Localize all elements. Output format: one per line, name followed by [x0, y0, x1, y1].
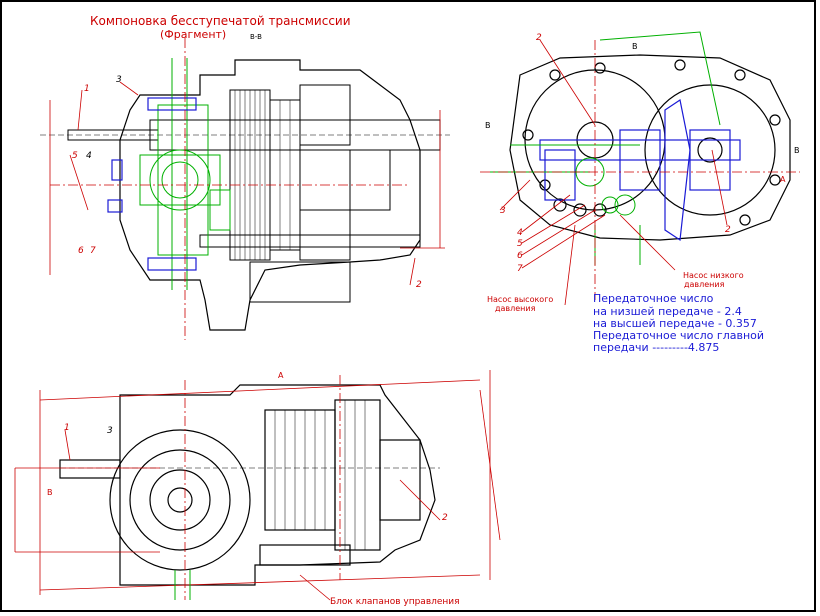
callout-2-top: 2 [416, 280, 422, 290]
callout-5-right: 5 [517, 239, 523, 249]
top-left-axes [49, 38, 445, 340]
gear-ratio-final-1: Передаточное число главной [593, 329, 764, 342]
gear-ratio-lowest: на низшей передаче - 2.4 [593, 305, 742, 318]
callout-4-top: 4 [86, 151, 92, 161]
callout-3-bottom: 3 [107, 426, 113, 436]
view-mark-a-bottom: A [278, 371, 284, 380]
drawing-subtitle: (Фрагмент) [160, 28, 226, 41]
callout-6-right: 6 [517, 251, 523, 261]
callout-5-top: 5 [72, 151, 78, 161]
callout-6-top: 6 [78, 246, 84, 256]
gear-ratio-highest: на высшей передаче - 0.357 [593, 317, 757, 330]
top-right-leaders [480, 39, 800, 306]
valve-block-label: Блок клапанов управления [330, 597, 460, 607]
bottom-green [174, 570, 191, 600]
section-mark-b-right: B [794, 146, 800, 155]
callout-3-top: 3 [116, 75, 122, 85]
top-right-end-view [509, 54, 791, 241]
bottom-view [59, 384, 440, 586]
high-pressure-pump-label-1: Насос высокого [487, 295, 553, 304]
top-left-section-view [40, 59, 450, 331]
callout-4-right: 4 [517, 228, 523, 238]
callout-1-bottom: 1 [64, 423, 70, 433]
differential-green [139, 58, 231, 290]
callout-2-right-a: 2 [536, 33, 542, 43]
gear-ratio-final-2: передачи ---------4.875 [593, 341, 719, 354]
bearings-blue [107, 97, 197, 271]
view-label-b: B [632, 42, 638, 51]
high-pressure-pump-label-2: давления [495, 304, 536, 313]
bottom-red-dims [14, 370, 501, 601]
callout-2-bottom: 2 [442, 513, 448, 523]
top-right-blue [539, 99, 741, 242]
callout-7-right: 7 [517, 264, 523, 274]
callout-1-top: 1 [84, 84, 90, 94]
callout-7-top: 7 [90, 246, 96, 256]
low-pressure-pump-label-2: давления [684, 280, 725, 289]
drawing-title: Компоновка бесступечатой трансмиссии [90, 14, 351, 28]
view-mark-a-right: A [780, 175, 786, 184]
callout-2-right-b: 2 [725, 225, 731, 235]
view-mark-b-bottom: B [47, 488, 53, 497]
callout-3-right: 3 [500, 206, 506, 216]
section-mark-b-left: B [485, 121, 491, 130]
gear-ratio-heading: Передаточное число [593, 292, 714, 305]
low-pressure-pump-label-1: Насос низкого [683, 271, 744, 280]
section-label-bb: B-B [250, 33, 262, 41]
